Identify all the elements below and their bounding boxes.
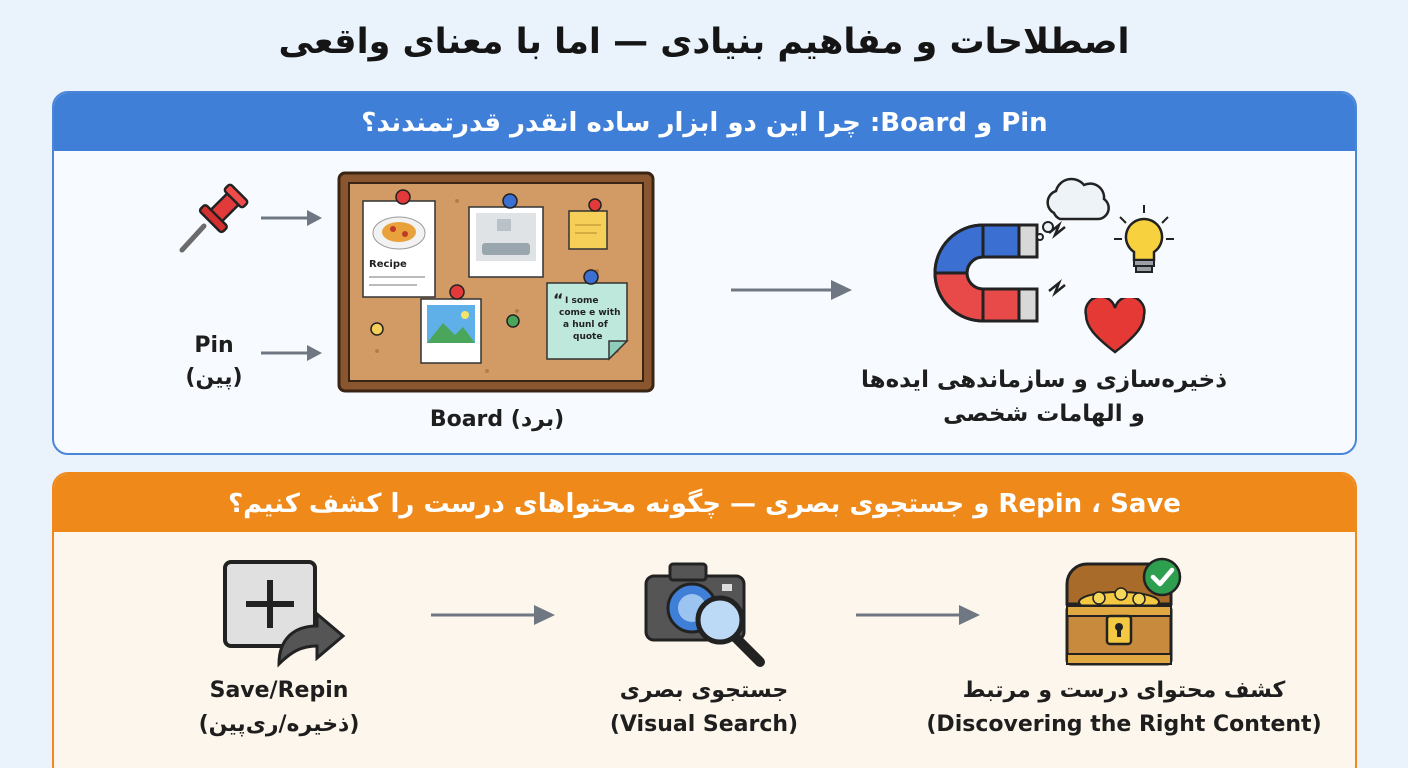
quote-line-2: come e with [559, 308, 620, 318]
treasure-chest-icon [1065, 562, 1173, 666]
quote-line-1: I some [565, 296, 599, 306]
pushpin-icon [179, 183, 249, 253]
discover-label-fa: کشف محتوای درست و مرتبط [962, 678, 1286, 703]
thought-cloud-icon [1036, 177, 1110, 241]
quote-line-3: a hunl of [563, 320, 608, 330]
pin-label: Pin [194, 333, 234, 358]
pin-label-arrow [261, 345, 322, 361]
add-share-icon [223, 560, 346, 668]
check-icon [1142, 557, 1182, 597]
save-search-panel: Repin ، Save و جستجوی بصری — چگونه محتوا… [52, 472, 1357, 768]
board-label: Board (برد) [429, 407, 565, 432]
result-line-1: ذخیره‌سازی و سازماندهی ایده‌ها [860, 367, 1228, 393]
pin-board-panel: Pin و Board: چرا این دو ابزار ساده انقدر… [52, 91, 1357, 455]
quote-line-4: quote [573, 332, 602, 342]
lightbulb-icon [1114, 205, 1174, 273]
save-label-fa: (ذخیره/ری‌پین) [198, 712, 360, 737]
camera-search-icon [644, 562, 765, 667]
heart-icon [1084, 298, 1146, 354]
recipe-card-text: Recipe [369, 259, 407, 270]
search-label-fa: جستجوی بصری [619, 678, 789, 703]
pin-board-header: Pin و Board: چرا این دو ابزار ساده انقدر… [54, 93, 1355, 151]
discover-label: (Discovering the Right Content) [926, 712, 1322, 737]
magnet-icon [933, 221, 1066, 323]
search-label: (Visual Search) [609, 712, 799, 737]
corkboard-icon: Recipe “ I some come e with a hunl of qu… [337, 171, 655, 393]
save-label: Save/Repin [209, 678, 349, 703]
svg-text:“: “ [553, 290, 564, 309]
page-title: اصطلاحات و مفاهیم بنیادی — اما با معنای … [278, 22, 1130, 62]
save-to-search-arrow [431, 605, 555, 625]
pin-label-fa: (پین) [185, 365, 243, 390]
result-line-2: و الهامات شخصی [943, 401, 1145, 427]
pin-to-board-arrow [261, 210, 322, 226]
search-to-discover-arrow [856, 605, 980, 625]
board-to-result-arrow [731, 280, 852, 300]
save-search-header: Repin ، Save و جستجوی بصری — چگونه محتوا… [54, 474, 1355, 532]
